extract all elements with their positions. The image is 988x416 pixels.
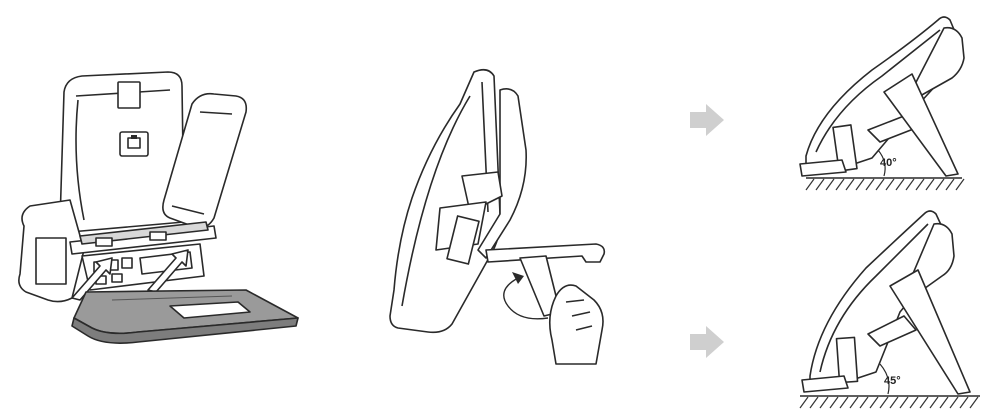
step-position-40: 40° [800,17,964,190]
step-rotate-stand [390,70,604,364]
hand [550,285,603,364]
angle-label-45: 45° [884,375,901,387]
right-arrow-icon [690,104,724,136]
ground-hatch-45 [800,397,978,408]
ground-hatch-40 [806,179,964,190]
desk-stand [72,290,298,343]
network-port-icon [120,132,148,156]
step-position-45: 45° [800,211,980,408]
right-arrow-icon [690,326,724,358]
angle-label-40: 40° [880,157,897,169]
step-attach-stand [19,72,298,343]
